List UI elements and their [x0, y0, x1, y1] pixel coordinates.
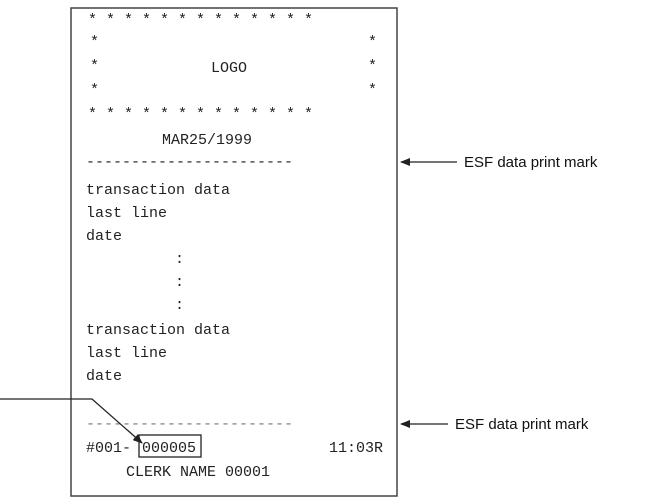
block2-line-3: date: [86, 368, 122, 385]
star-side-right-3: *: [368, 82, 377, 99]
footer-time: 11:03R: [329, 440, 383, 457]
mark-top-label: ESF data print mark: [464, 154, 598, 171]
date-header: MAR25/1999: [162, 132, 252, 149]
star-side-left-3: *: [90, 82, 99, 99]
receipt-paper: [70, 7, 398, 497]
footer-number: 000005: [142, 440, 196, 457]
ellipsis-2: :: [175, 274, 184, 291]
star-side-right-1: *: [368, 34, 377, 51]
block1-line-1: transaction data: [86, 182, 230, 199]
footer-prefix: #001-: [86, 440, 131, 457]
block2-line-2: last line: [86, 345, 167, 362]
footer-number-box: [138, 434, 202, 458]
star-row-top: * * * * * * * * * * * * *: [88, 12, 313, 29]
star-side-right-2: *: [368, 58, 377, 75]
ellipsis-1: :: [175, 251, 184, 268]
block2-line-1: transaction data: [86, 322, 230, 339]
star-row-bottom: * * * * * * * * * * * * *: [88, 106, 313, 123]
number-callout-line: [0, 398, 143, 444]
ellipsis-3: :: [175, 297, 184, 314]
mark-bottom-label: ESF data print mark: [455, 416, 589, 433]
dash-line-bottom: -----------------------: [86, 416, 293, 433]
block1-line-2: last line: [86, 205, 167, 222]
logo-text: LOGO: [211, 60, 247, 77]
dash-line-top: -----------------------: [86, 154, 293, 171]
star-side-left-1: *: [90, 34, 99, 51]
star-side-left-2: *: [90, 58, 99, 75]
clerk-name: CLERK NAME 00001: [126, 464, 270, 481]
block1-line-3: date: [86, 228, 122, 245]
